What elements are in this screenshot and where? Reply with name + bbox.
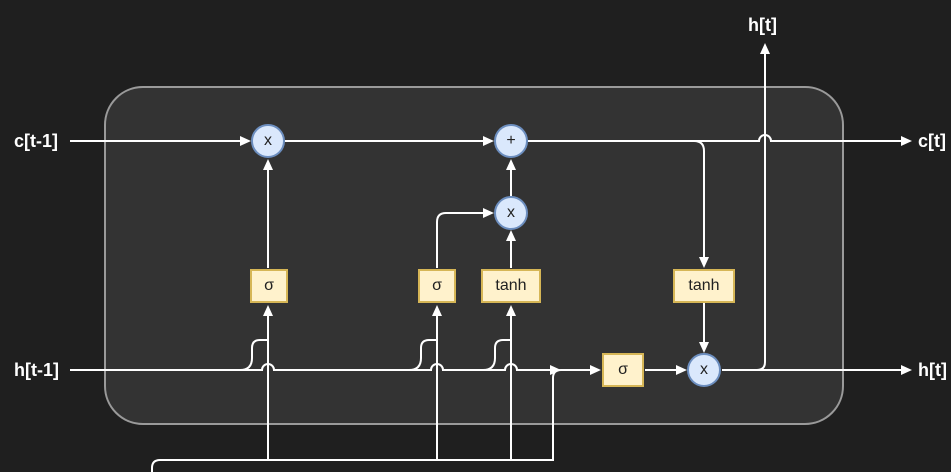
arrowhead <box>699 257 709 268</box>
wire-h-up <box>722 52 766 371</box>
label-c-prev: c[t-1] <box>14 131 58 151</box>
arrowhead <box>590 365 601 375</box>
forget-gate-box: σ <box>250 269 288 303</box>
arrowhead <box>550 365 561 375</box>
label-h-prev: h[t-1] <box>14 360 59 380</box>
arrowhead <box>760 43 770 54</box>
arrowhead <box>676 365 687 375</box>
output-multiply-node: x <box>687 353 721 387</box>
arrowhead <box>901 365 912 375</box>
lstm-cell-box <box>104 86 844 425</box>
arrowhead <box>901 136 912 146</box>
arrowhead <box>506 230 516 241</box>
arrowhead <box>699 342 709 353</box>
label-c-next: c[t] <box>918 131 946 151</box>
forget-multiply-node: x <box>251 124 285 158</box>
cell-add-node: + <box>494 124 528 158</box>
output-gate-box: σ <box>602 353 644 387</box>
arrowhead <box>506 159 516 170</box>
arrowhead <box>240 136 251 146</box>
wire-c-to-tanh <box>693 140 705 260</box>
wire-input-bus <box>151 313 593 472</box>
label-h-out-top: h[t] <box>748 15 777 35</box>
input-multiply-node: x <box>494 196 528 230</box>
arrowhead <box>483 208 494 218</box>
label-h-next: h[t] <box>918 360 947 380</box>
arrowhead <box>432 305 442 316</box>
wire-h-to-candidate <box>482 313 512 371</box>
candidate-tanh-box: tanh <box>481 269 541 303</box>
cell-tanh-box: tanh <box>673 269 735 303</box>
wire-h-to-forget <box>239 313 269 371</box>
wire-h-to-input <box>408 313 438 371</box>
arrowhead <box>263 305 273 316</box>
arrowhead <box>263 159 273 170</box>
arrowhead <box>483 136 494 146</box>
wire-input-gate <box>436 212 487 268</box>
arrowhead <box>506 305 516 316</box>
input-gate-box: σ <box>418 269 456 303</box>
